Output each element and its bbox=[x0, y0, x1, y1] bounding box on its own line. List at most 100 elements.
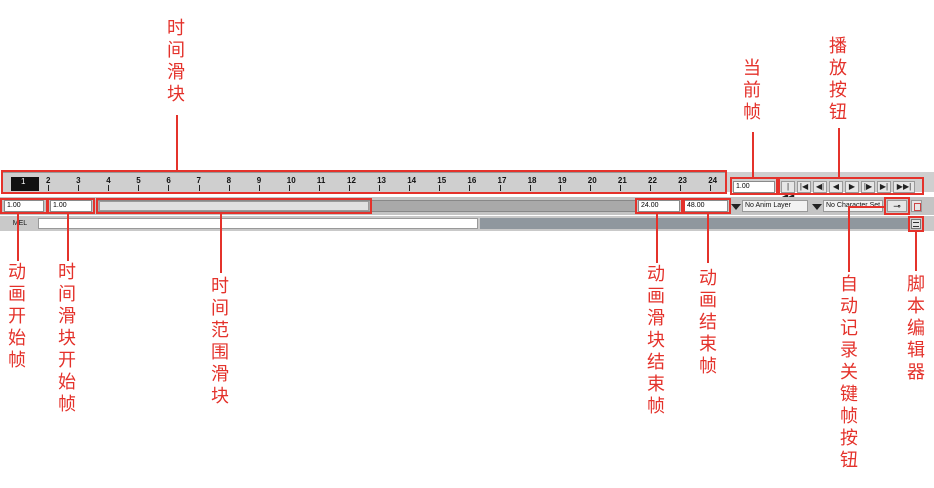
step-forward-icon: |▶ bbox=[863, 182, 873, 191]
step-back-key-button[interactable]: |◀ bbox=[797, 181, 811, 193]
timeline-tick-label: 7 bbox=[196, 176, 201, 185]
current-frame-annotation: 当前帧 bbox=[743, 58, 761, 123]
timeline-tick-mark bbox=[48, 185, 49, 191]
timeline-tick-mark bbox=[379, 185, 381, 191]
anim-layer-label: No Anim Layer bbox=[745, 202, 791, 209]
timeline-tick-label: 14 bbox=[407, 176, 417, 185]
character-set-dropdown-icon[interactable] bbox=[812, 204, 822, 210]
range-slider-handle[interactable] bbox=[99, 201, 369, 211]
script-editor-button[interactable] bbox=[911, 219, 921, 229]
playback-annotation: 播放按钮 bbox=[829, 36, 847, 123]
timeline-tick-mark bbox=[349, 185, 350, 191]
goto-start-icon: |◀◀ bbox=[782, 182, 794, 201]
timeline-tick-label: 24 bbox=[708, 176, 718, 185]
timeline-tick-mark bbox=[499, 185, 501, 191]
step-back-button[interactable]: ◀| bbox=[813, 181, 827, 193]
playback-end-field[interactable]: 24.00 bbox=[638, 200, 680, 212]
anim-start-value: 1.00 bbox=[7, 202, 21, 209]
anim-prefs-button[interactable] bbox=[911, 200, 922, 212]
character-set-label: No Character Set bbox=[826, 202, 880, 209]
auto-key-pointer-h bbox=[848, 206, 885, 208]
time-slider[interactable]: 1 bbox=[3, 172, 725, 192]
timeline-tick-mark bbox=[108, 185, 110, 191]
play-back-icon: ◀ bbox=[832, 182, 840, 191]
anim-start-annotation: 动画开始帧 bbox=[8, 262, 26, 371]
anim-end-field[interactable]: 48.00 bbox=[684, 200, 728, 212]
timeline-tick-label: 11 bbox=[316, 176, 326, 185]
anim-end-pointer bbox=[707, 213, 709, 263]
range-slider-track[interactable] bbox=[96, 200, 636, 212]
anim-start-pointer bbox=[17, 213, 19, 261]
timeline-tick-label: 5 bbox=[136, 176, 141, 185]
anim-end-highlight bbox=[683, 198, 731, 214]
timeline-tick-mark bbox=[318, 185, 320, 191]
timeline-tick-mark bbox=[168, 185, 170, 191]
play-forward-icon: ▶ bbox=[848, 182, 856, 191]
playback-start-annotation: 时间滑块开始帧 bbox=[58, 262, 76, 415]
current-frame-highlight bbox=[730, 177, 778, 195]
time-slider-pointer bbox=[176, 115, 178, 171]
auto-key-pointer-v bbox=[848, 206, 850, 272]
step-forward-key-button[interactable]: ▶| bbox=[877, 181, 891, 193]
current-frame-marker-label: 1 bbox=[21, 177, 26, 186]
range-slider-highlight bbox=[96, 198, 372, 214]
timeline-tick-mark bbox=[529, 185, 531, 191]
goto-end-button[interactable]: ▶▶| bbox=[893, 181, 915, 193]
auto-key-button[interactable]: ⊸ bbox=[887, 200, 907, 212]
timeline-tick-label: 23 bbox=[678, 176, 687, 185]
timeline-tick-label: 9 bbox=[256, 176, 262, 185]
anim-end-value: 48.00 bbox=[687, 202, 705, 209]
current-frame-field[interactable]: 1.00 bbox=[733, 181, 775, 193]
timeline-tick-label: 20 bbox=[587, 176, 597, 185]
current-frame-pointer bbox=[752, 132, 754, 178]
playback-start-highlight bbox=[47, 198, 95, 214]
command-input[interactable] bbox=[38, 218, 478, 229]
timeline-tick-label: 15 bbox=[437, 176, 447, 185]
playback-end-highlight bbox=[635, 198, 683, 214]
anim-layer-combo[interactable]: No Anim Layer bbox=[742, 200, 808, 212]
timeline-tick-label: 6 bbox=[166, 176, 171, 185]
timeline-tick-label: 10 bbox=[286, 176, 296, 185]
mel-mode-button[interactable]: MEL bbox=[4, 218, 36, 229]
timeline-tick-label: 12 bbox=[347, 176, 356, 185]
script-editor-icon bbox=[913, 222, 919, 227]
play-back-button[interactable]: ◀ bbox=[829, 181, 843, 193]
playback-end-pointer bbox=[656, 213, 658, 263]
timeline-tick-label: 2 bbox=[46, 176, 51, 185]
timeline-tick-mark bbox=[409, 185, 411, 191]
script-editor-highlight bbox=[908, 216, 924, 232]
timeline-tick-mark bbox=[680, 185, 682, 191]
playback-start-pointer bbox=[67, 213, 69, 261]
key-icon: ⊸ bbox=[893, 201, 901, 211]
playback-pointer bbox=[838, 128, 840, 178]
timeline-tick-label: 22 bbox=[648, 176, 657, 185]
timeline-tick-mark bbox=[198, 185, 200, 191]
play-forward-button[interactable]: ▶ bbox=[845, 181, 859, 193]
timeline-tick-label: 21 bbox=[617, 176, 627, 185]
current-frame-value: 1.00 bbox=[736, 183, 750, 190]
goto-end-icon: ▶▶| bbox=[896, 182, 912, 191]
timeline-tick-mark bbox=[258, 185, 260, 191]
time-slider-highlight bbox=[1, 170, 727, 194]
playback-start-field[interactable]: 1.00 bbox=[50, 200, 92, 212]
auto-key-annotation: 自动记录关键帧按钮 bbox=[840, 274, 858, 471]
step-forward-key-icon: ▶| bbox=[879, 182, 889, 191]
current-frame-marker[interactable]: 1 bbox=[11, 177, 39, 191]
time-slider-annotation: 时间滑块 bbox=[167, 18, 185, 105]
timeline-tick-label: 16 bbox=[467, 176, 477, 185]
timeline-tick-mark bbox=[589, 185, 591, 191]
command-result bbox=[480, 218, 908, 229]
range-slider-annotation: 时间范围滑块 bbox=[211, 276, 229, 407]
range-slider-pointer bbox=[220, 213, 222, 273]
step-back-key-icon: |◀ bbox=[799, 182, 809, 191]
anim-start-field[interactable]: 1.00 bbox=[4, 200, 44, 212]
step-forward-button[interactable]: |▶ bbox=[861, 181, 875, 193]
anim-layer-dropdown-icon[interactable] bbox=[731, 204, 741, 210]
timeline-tick-mark bbox=[78, 185, 80, 191]
playback-start-value: 1.00 bbox=[53, 202, 67, 209]
timeline-tick-mark bbox=[650, 185, 651, 191]
timeline-tick-label: 18 bbox=[527, 176, 537, 185]
timeline-tick-label: 4 bbox=[106, 176, 111, 185]
goto-start-button[interactable]: |◀◀ bbox=[781, 181, 795, 201]
playback-end-value: 24.00 bbox=[641, 202, 659, 209]
